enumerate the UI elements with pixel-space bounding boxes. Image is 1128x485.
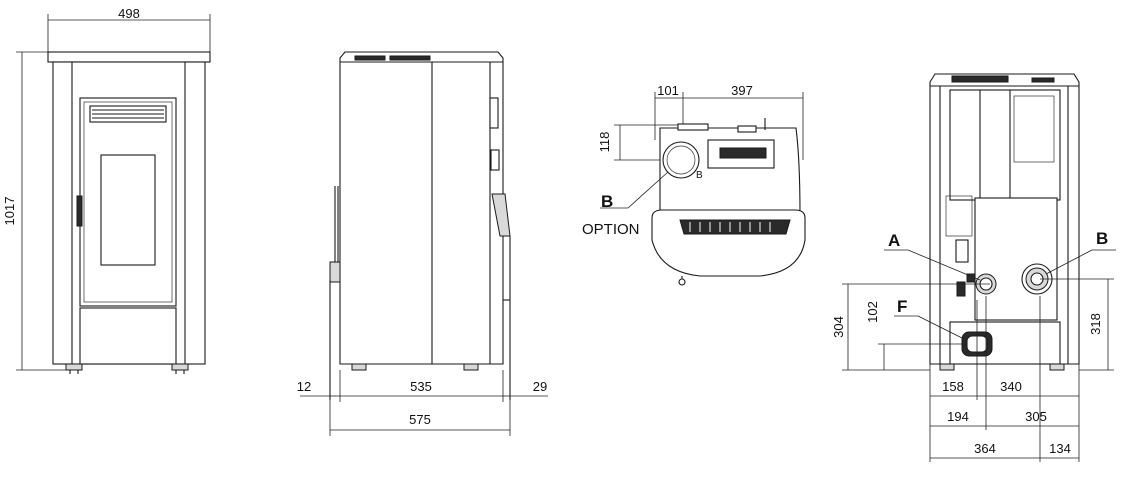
side-left-offset-dim: 12 [297,379,311,394]
side-rear-pipe [329,261,341,283]
top-view: 101 397 118 [582,83,806,286]
rear-view: A B F 304 102 318 158 340 194 305 [831,73,1116,462]
rear-b-height-dim: 318 [1088,313,1103,335]
side-total-depth-dim: 575 [409,412,431,427]
front-height-dim: 1017 [2,197,17,226]
top-flue-to-back-dim: 397 [731,83,753,98]
top-front-grille [679,219,791,235]
side-right-offset-dim: 29 [533,379,547,394]
rear-a-x-dim: 194 [947,409,969,424]
rear-a-height-dim: 304 [831,316,846,338]
rear-foot-left [939,363,955,371]
rear-a-to-right-dim: 305 [1025,409,1047,424]
top-flue-label-b: B [601,192,613,211]
rear-access-panel [974,197,1058,321]
top-flue-offset-dim: 101 [657,83,679,98]
side-body [339,51,504,365]
rear-f-height-dim: 102 [865,301,880,323]
rear-label-f: F [897,297,907,316]
side-foot-right [463,363,479,371]
top-flue-pipe [662,141,700,179]
side-depth-dim: 535 [410,379,432,394]
front-top-plate [47,51,211,63]
front-width-dim: 498 [118,6,140,21]
front-view: 498 1017 [2,6,211,374]
front-door-glass [100,154,156,266]
rear-b-total-dim: 364 [974,441,996,456]
rear-f-x-dim: 158 [942,379,964,394]
side-view: 12 535 29 575 [297,51,548,436]
rear-label-a: A [888,231,900,250]
front-door-handle [76,195,83,227]
rear-label-b: B [1096,229,1108,248]
front-foot-left [65,363,83,371]
top-option-label: OPTION [582,221,640,238]
front-vent-grille [89,105,167,123]
rear-b-x-dim: 340 [1000,379,1022,394]
top-flue-from-back-dim: 118 [597,132,612,153]
rear-foot-right [1049,363,1065,371]
top-flue-small-label: B [696,170,703,181]
rear-power-socket [956,281,966,297]
side-foot-left [351,363,367,371]
front-foot-right [171,363,189,371]
rear-b-to-right-dim: 134 [1049,441,1071,456]
